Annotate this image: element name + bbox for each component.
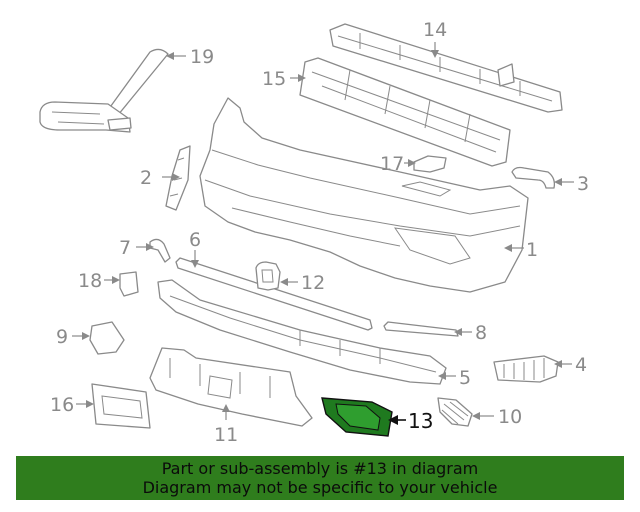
callout-8: 8 — [475, 322, 487, 344]
part-16-license-bracket — [91, 383, 151, 429]
callout-4: 4 — [575, 354, 587, 376]
callout-18: 18 — [78, 270, 102, 292]
callout-2: 2 — [140, 167, 152, 189]
callout-1: 1 — [526, 239, 538, 261]
callout-5: 5 — [459, 367, 471, 389]
callout-19: 19 — [190, 46, 214, 68]
part-7-clip — [149, 238, 171, 263]
callout-9: 9 — [56, 326, 68, 348]
leader-lines — [72, 42, 574, 425]
part-6-molding — [175, 257, 373, 331]
callout-17: 17 — [380, 153, 404, 175]
part-18-sensor-bracket — [119, 271, 139, 297]
part-13-highlighted — [321, 397, 393, 437]
part-17-cap — [413, 155, 447, 173]
part-15-energy-absorber — [299, 57, 511, 167]
callout-15: 15 — [262, 68, 286, 90]
part-11-lower-grille — [149, 347, 313, 427]
part-8-trim-strip — [383, 321, 459, 337]
part-10-grille-insert — [437, 397, 473, 427]
callout-12: 12 — [301, 272, 325, 294]
callout-10: 10 — [498, 406, 522, 428]
callout-6: 6 — [189, 229, 201, 251]
part-9-cover — [89, 321, 125, 355]
part-4-bracket — [493, 355, 559, 383]
part-1-bumper-fascia — [199, 97, 529, 293]
callout-3: 3 — [577, 173, 589, 195]
callout-16: 16 — [50, 394, 74, 416]
part-12-tow-cover — [255, 261, 281, 291]
callout-14: 14 — [423, 19, 447, 41]
part-3-trim — [511, 166, 556, 189]
callout-7: 7 — [119, 237, 131, 259]
callout-11: 11 — [214, 424, 238, 446]
part-19-tow-hook — [39, 48, 169, 133]
part-5-lower-fascia — [157, 279, 447, 385]
info-banner: Part or sub-assembly is #13 in diagram D… — [16, 456, 624, 500]
part-14-reinforcement — [329, 23, 563, 113]
banner-line-1: Part or sub-assembly is #13 in diagram — [161, 459, 479, 478]
callout-numbers: 1 2 3 4 5 6 7 8 9 10 11 12 13 14 15 16 1… — [50, 19, 589, 446]
banner-line-2: Diagram may not be specific to your vehi… — [142, 478, 498, 497]
callout-13-highlighted: 13 — [408, 409, 433, 433]
